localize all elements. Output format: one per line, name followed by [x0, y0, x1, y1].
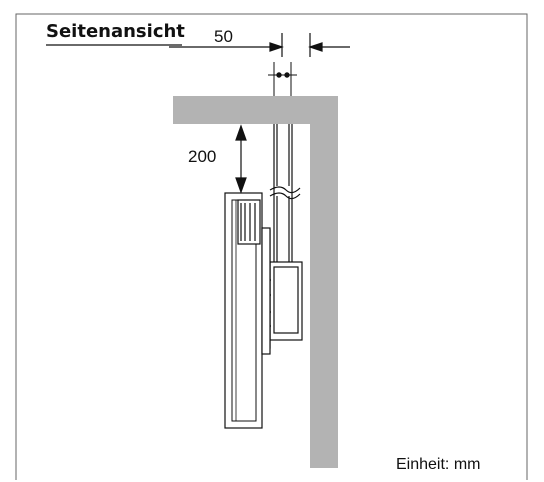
tube-dimension-marks	[268, 62, 297, 96]
wall-ceiling	[173, 96, 338, 468]
dimension-200-label: 200	[188, 147, 217, 166]
figure-frame	[15, 13, 528, 480]
dimension-50-label: 50	[214, 27, 233, 46]
dimension-200-arrow	[235, 124, 247, 194]
mount-pole	[269, 124, 301, 262]
diagram-title: Seitenansicht	[46, 21, 185, 42]
display-profile	[224, 192, 271, 429]
dimension-50-arrows	[46, 33, 350, 57]
unit-note: Einheit: mm	[396, 456, 481, 473]
